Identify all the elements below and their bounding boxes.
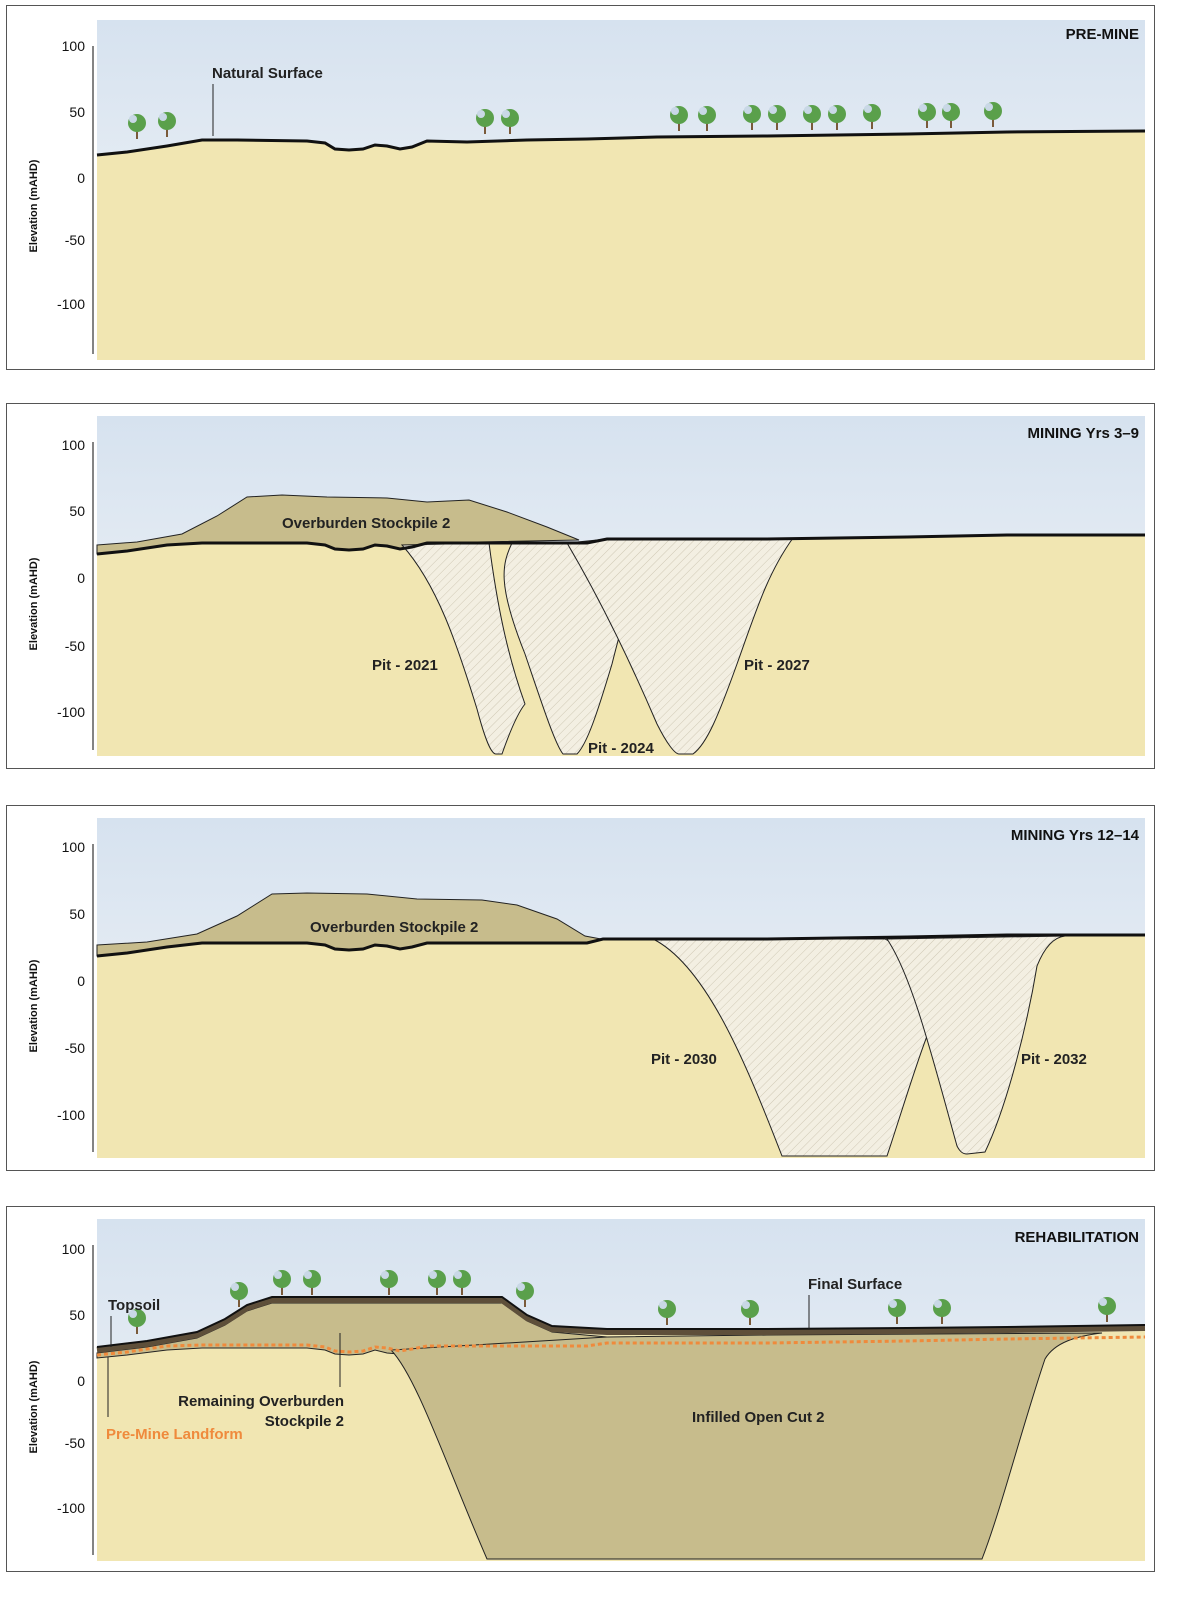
tick-label: -100	[57, 1500, 85, 1516]
panel-title: MINING Yrs 3–9	[1028, 425, 1139, 442]
ground	[97, 131, 1145, 360]
tick-label: 0	[77, 1373, 85, 1389]
pit-2027	[566, 537, 794, 755]
remaining-overburden-label: Remaining Overburden	[178, 1393, 344, 1410]
infilled-open-cut	[389, 1332, 1103, 1560]
panel-title: PRE-MINE	[1066, 26, 1139, 43]
stockpile-label: Overburden Stockpile 2	[282, 515, 450, 532]
tree-icon	[984, 102, 1002, 127]
tree-icon	[501, 109, 519, 134]
tree-icon	[128, 1309, 146, 1334]
tick-label: 100	[62, 437, 86, 453]
tree-icon	[863, 104, 881, 129]
tick-label: -50	[65, 1435, 85, 1451]
final-surface-label: Final Surface	[808, 1276, 902, 1293]
tick-label: 50	[69, 104, 85, 120]
mining-3-9-diagram: 100 50 0 -50 -100 Elevation (mAHD) MININ…	[28, 416, 1145, 757]
tree-icon	[768, 105, 786, 130]
topsoil-label: Topsoil	[108, 1297, 160, 1314]
natural-surface-line	[96, 533, 1145, 556]
tick-label: 100	[62, 839, 86, 855]
pit-2032-label: Pit - 2032	[1021, 1051, 1087, 1068]
tick-label: -100	[57, 296, 85, 312]
tick-label: 100	[62, 1241, 86, 1257]
tree-icon	[273, 1270, 291, 1295]
tree-icon	[670, 106, 688, 131]
y-axis-label: Elevation (mAHD)	[28, 557, 40, 650]
natural-surface-line	[96, 129, 1146, 157]
tick-label: 50	[69, 906, 85, 922]
tick-label: -50	[65, 1040, 85, 1056]
rehabilitation-diagram: 100 50 0 -50 -100 Elevation (mAHD) REHAB…	[28, 1219, 1146, 1561]
tick-label: 0	[77, 570, 85, 586]
panel-mining-12-14: 100 50 0 -50 -100 Elevation (mAHD) MININ…	[6, 805, 1155, 1171]
tree-icon	[743, 105, 761, 130]
tree-icon	[828, 105, 846, 130]
infilled-open-cut-label: Infilled Open Cut 2	[692, 1409, 825, 1426]
panel-title: MINING Yrs 12–14	[1011, 827, 1140, 844]
tree-icon	[741, 1300, 759, 1325]
trees-group	[128, 102, 1002, 139]
premine-landform-line	[96, 1335, 1146, 1357]
pit-2030-label: Pit - 2030	[651, 1051, 717, 1068]
tree-icon	[933, 1299, 951, 1324]
natural-surface-label: Natural Surface	[212, 65, 323, 82]
tree-icon	[453, 1270, 471, 1295]
tree-icon	[476, 109, 494, 134]
tree-icon	[658, 1300, 676, 1325]
tick-label: 100	[62, 38, 86, 54]
pit-2027-label: Pit - 2027	[744, 657, 810, 674]
tree-icon	[230, 1282, 248, 1307]
tick-label: 50	[69, 503, 85, 519]
pit-2021-label: Pit - 2021	[372, 657, 438, 674]
remaining-overburden-label-line2: Stockpile 2	[265, 1413, 344, 1430]
tree-icon	[128, 114, 146, 139]
y-axis-label: Elevation (mAHD)	[28, 959, 40, 1052]
tree-icon	[698, 106, 716, 131]
premine-landform-label: Pre-Mine Landform	[106, 1426, 243, 1443]
pit-2021	[400, 542, 526, 755]
tree-icon	[303, 1270, 321, 1295]
tree-icon	[803, 105, 821, 130]
natural-surface-line	[96, 933, 1145, 958]
tree-icon	[380, 1270, 398, 1295]
stockpile-label: Overburden Stockpile 2	[310, 919, 478, 936]
tick-label: -100	[57, 1107, 85, 1123]
tick-label: 0	[77, 170, 85, 186]
panel-title: REHABILITATION	[1015, 1229, 1139, 1246]
tick-label: 50	[69, 1307, 85, 1323]
mining-12-14-diagram: 100 50 0 -50 -100 Elevation (mAHD) MININ…	[28, 818, 1145, 1158]
tree-icon	[158, 112, 176, 137]
pre-mine-diagram: 100 50 0 -50 -100 Elevation (mAHD) PRE-M…	[28, 20, 1146, 360]
pit-2032	[886, 935, 1066, 1155]
y-axis-label: Elevation (mAHD)	[28, 1360, 40, 1453]
tree-icon	[942, 103, 960, 128]
y-axis-label: Elevation (mAHD)	[28, 159, 40, 252]
pit-2024-label: Pit - 2024	[588, 740, 655, 757]
tick-label: 0	[77, 973, 85, 989]
tree-icon	[918, 103, 936, 128]
tree-icon	[428, 1270, 446, 1295]
tick-label: -50	[65, 638, 85, 654]
topsoil-layer	[96, 1297, 1146, 1353]
panel-rehabilitation: 100 50 0 -50 -100 Elevation (mAHD) REHAB…	[6, 1206, 1155, 1572]
panel-mining-3-9: 100 50 0 -50 -100 Elevation (mAHD) MININ…	[6, 403, 1155, 769]
tick-label: -50	[65, 232, 85, 248]
trees-group	[128, 1270, 1116, 1334]
tick-label: -100	[57, 704, 85, 720]
final-surface-line	[96, 1296, 1146, 1348]
tree-icon	[1098, 1297, 1116, 1322]
panel-pre-mine: 100 50 0 -50 -100 Elevation (mAHD) PRE-M…	[6, 5, 1155, 370]
tree-icon	[516, 1282, 534, 1307]
tree-icon	[888, 1299, 906, 1324]
